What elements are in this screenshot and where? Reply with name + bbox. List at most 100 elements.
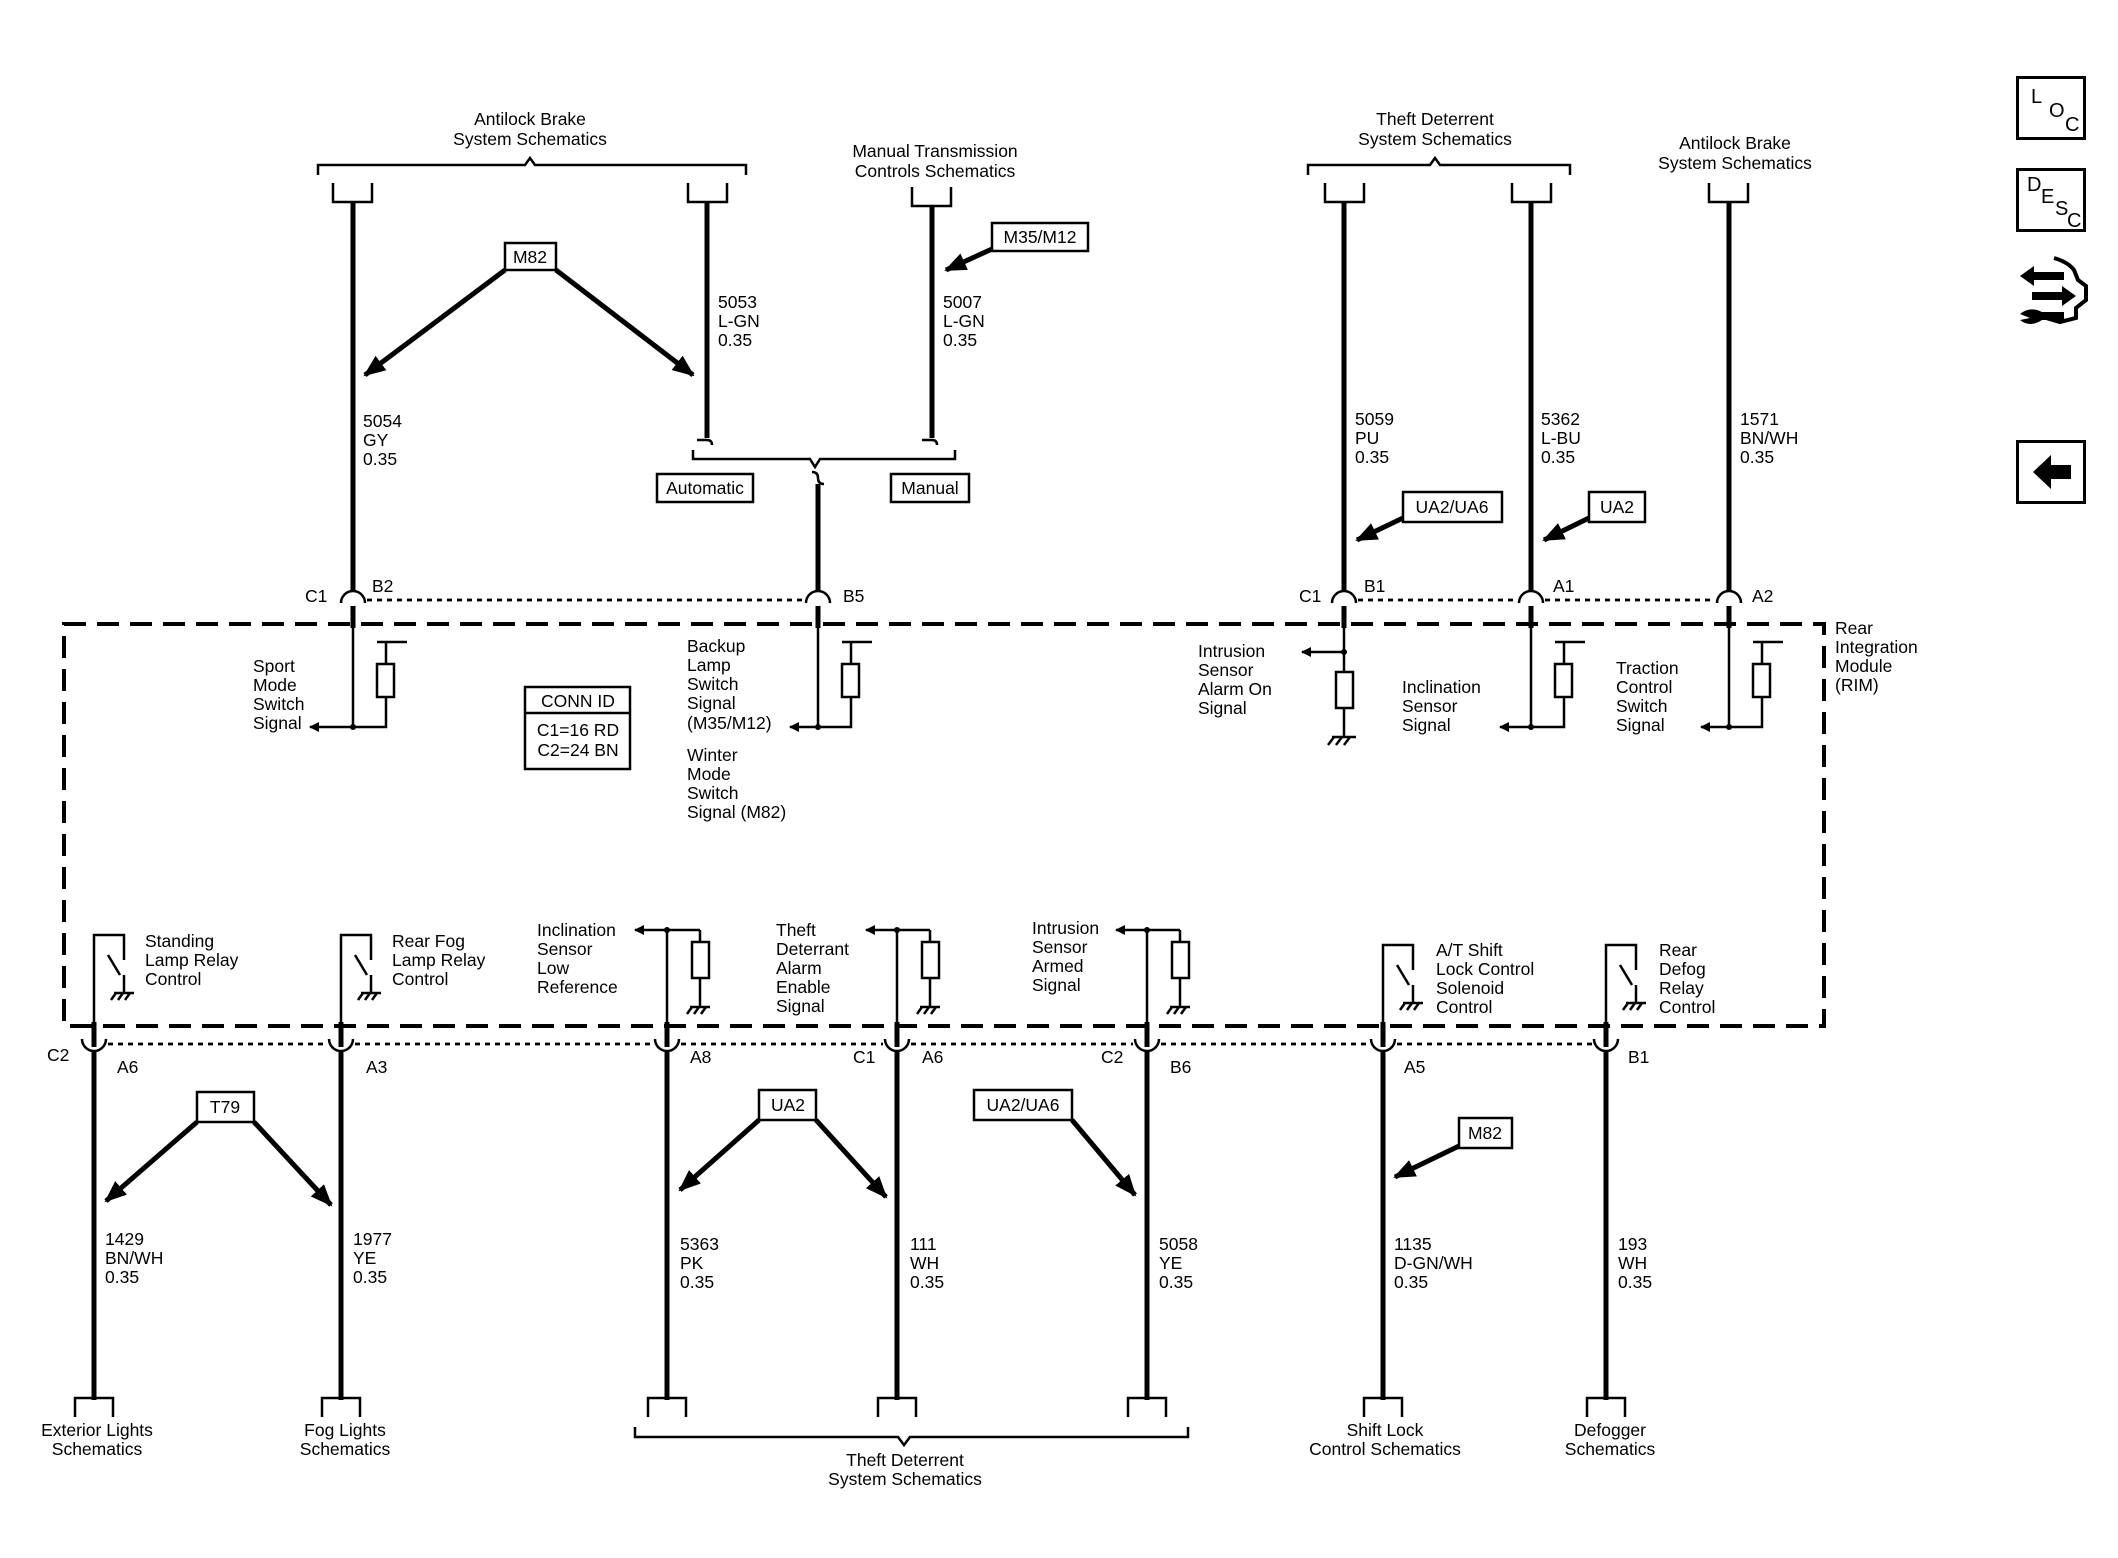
option-tag-ua2-ua6-top[interactable]: UA2/UA6 [1355,490,1504,543]
svg-text:Sensor: Sensor [1402,696,1458,716]
svg-text:C2=24 BN: C2=24 BN [537,740,618,760]
wire-label-5053: 5053 L-GN 0.35 [718,292,760,350]
option-tag-m82-bottom[interactable]: M82 [1393,1116,1514,1180]
footer-shift-lock[interactable]: Shift Lock Control Schematics [1309,1420,1461,1459]
svg-text:Mode: Mode [687,764,731,784]
wire-label-5054: 5054 GY 0.35 [363,411,402,469]
svg-text:Schematics: Schematics [300,1439,391,1459]
header-abs-right[interactable]: Antilock Brake System Schematics [1658,133,1812,173]
option-tag-ua2-bottom[interactable]: UA2 [678,1088,888,1199]
svg-text:System Schematics: System Schematics [453,129,607,149]
svg-text:A8: A8 [690,1047,711,1067]
svg-text:5363: 5363 [680,1234,719,1254]
header-manual-transmission[interactable]: Manual Transmission Controls Schematics [852,141,1017,181]
svg-text:Enable: Enable [776,977,831,997]
svg-text:Signal: Signal [1616,715,1665,735]
svg-text:5007: 5007 [943,292,982,312]
svg-text:1571: 1571 [1740,409,1779,429]
option-tag-automatic[interactable]: Automatic [655,472,755,504]
svg-text:Lamp Relay: Lamp Relay [145,950,239,970]
svg-text:BN/WH: BN/WH [105,1248,163,1268]
svg-text:System Schematics: System Schematics [1658,153,1812,173]
svg-text:Manual: Manual [901,478,958,498]
option-tag-m82-top[interactable]: M82 [363,241,695,377]
svg-text:Intrusion: Intrusion [1198,641,1265,661]
svg-text:0.35: 0.35 [1159,1272,1193,1292]
wires-bottom [91,1022,1609,1400]
header-theft-top[interactable]: Theft Deterrent System Schematics [1306,109,1572,175]
svg-text:Sensor: Sensor [1032,937,1088,957]
standing-lamp-relay-circuit: Standing Lamp Relay Control [92,931,239,1022]
connector-wrench-icon[interactable] [2016,252,2100,332]
svg-text:0.35: 0.35 [680,1272,714,1292]
svg-text:A5: A5 [1404,1057,1425,1077]
wire-label-193: 193 WH 0.35 [1618,1234,1652,1292]
svg-text:5054: 5054 [363,411,402,431]
option-tag-t79[interactable]: T79 [104,1090,333,1207]
svg-text:M35/M12: M35/M12 [1004,227,1077,247]
description-button[interactable]: D E S C [2016,168,2090,236]
svg-text:B6: B6 [1170,1057,1191,1077]
back-button[interactable] [2016,440,2090,508]
location-button[interactable]: L O C [2016,76,2090,144]
svg-text:PU: PU [1355,428,1379,448]
svg-text:A2: A2 [1752,586,1773,606]
svg-text:Antilock Brake: Antilock Brake [1679,133,1791,153]
svg-text:Control: Control [1659,997,1715,1017]
option-tag-manual[interactable]: Manual [889,472,971,504]
svg-text:C1: C1 [305,586,327,606]
pins-top: C1 B2 B5 C1 B1 A1 A2 [305,576,1773,606]
svg-text:1977: 1977 [353,1229,392,1249]
svg-text:WH: WH [1618,1253,1647,1273]
header-abs-left[interactable]: Antilock Brake System Schematics [316,109,748,175]
svg-text:Module: Module [1835,656,1892,676]
svg-text:Schematics: Schematics [52,1439,143,1459]
svg-text:Signal: Signal [1032,975,1081,995]
svg-text:Backup: Backup [687,636,745,656]
svg-text:Rear Fog: Rear Fog [392,931,465,951]
svg-text:A6: A6 [922,1047,943,1067]
svg-text:0.35: 0.35 [1394,1272,1428,1292]
svg-text:Standing: Standing [145,931,214,951]
intrusion-armed-circuit: Intrusion Sensor Armed Signal [1032,918,1191,1022]
svg-text:Exterior Lights: Exterior Lights [41,1420,153,1440]
svg-text:193: 193 [1618,1234,1647,1254]
footer-defogger[interactable]: Defogger Schematics [1565,1420,1656,1459]
svg-text:A6: A6 [117,1057,138,1077]
svg-text:YE: YE [1159,1253,1182,1273]
svg-text:Solenoid: Solenoid [1436,978,1504,998]
svg-text:M82: M82 [1468,1123,1502,1143]
svg-text:UA2: UA2 [771,1095,805,1115]
footer-theft-deterrent[interactable]: Theft Deterrent System Schematics [633,1427,1190,1489]
svg-text:Manual Transmission: Manual Transmission [852,141,1017,161]
svg-text:5053: 5053 [718,292,757,312]
svg-text:Signal: Signal [1198,698,1247,718]
footer-fog-lights[interactable]: Fog Lights Schematics [300,1420,391,1459]
svg-text:A/T Shift: A/T Shift [1436,940,1503,960]
svg-text:L-GN: L-GN [718,311,760,331]
svg-text:0.35: 0.35 [363,449,397,469]
svg-text:Signal: Signal [776,996,825,1016]
svg-text:0.35: 0.35 [1618,1272,1652,1292]
svg-text:Integration: Integration [1835,637,1918,657]
svg-text:B5: B5 [843,586,864,606]
svg-text:Theft Deterrent: Theft Deterrent [1376,109,1494,129]
svg-text:Lamp Relay: Lamp Relay [392,950,486,970]
option-tag-m35-m12[interactable]: M35/M12 [944,221,1090,273]
svg-text:1135: 1135 [1394,1234,1432,1254]
option-tag-ua2-ua6-bottom[interactable]: UA2/UA6 [972,1088,1137,1197]
svg-text:Intrusion: Intrusion [1032,918,1099,938]
svg-text:5362: 5362 [1541,409,1580,429]
svg-text:Defogger: Defogger [1574,1420,1646,1440]
svg-text:Signal: Signal [687,693,736,713]
wire-label-5058: 5058 YE 0.35 [1159,1234,1198,1292]
option-tag-ua2-top[interactable]: UA2 [1542,490,1647,543]
svg-text:Sensor: Sensor [1198,660,1254,680]
svg-text:Mode: Mode [253,675,297,695]
wire-label-1135: 1135 D-GN/WH 0.35 [1394,1234,1473,1292]
svg-text:L-GN: L-GN [943,311,985,331]
footer-exterior-lights[interactable]: Exterior Lights Schematics [41,1420,153,1459]
svg-text:WH: WH [910,1253,939,1273]
wire-label-1977: 1977 YE 0.35 [353,1229,392,1287]
svg-text:Control Schematics: Control Schematics [1309,1439,1461,1459]
